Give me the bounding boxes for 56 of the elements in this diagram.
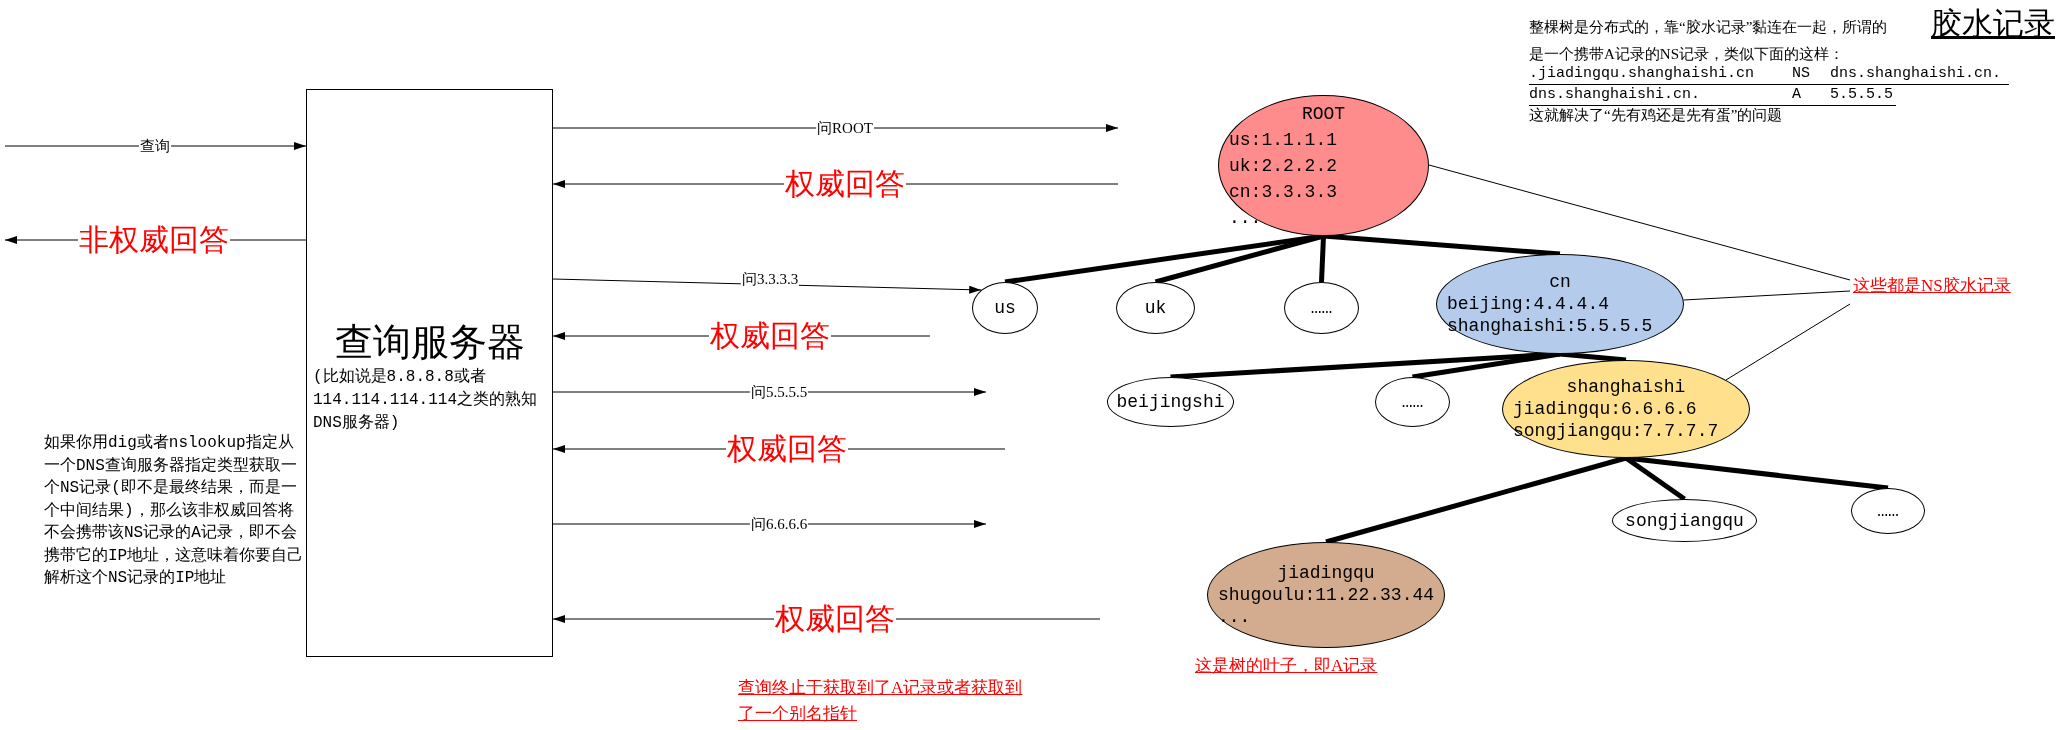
record-example: .jiadingqu.shanghaishi.cn [1529, 64, 1792, 85]
note-text: 是一个携带A记录的NS记录，类似下面的这样： [1529, 45, 1844, 64]
zone-name: …… [1401, 391, 1424, 413]
edge-label: 问3.3.3.3 [740, 270, 800, 288]
edge-label: 权威回答 [726, 432, 848, 466]
conclusion-note: 查询终止于获取到了A记录或者获取到了一个别名指针 [738, 677, 1024, 725]
zone-name: jiadingqu [1277, 562, 1375, 584]
heading-text: 胶水记录 [1931, 6, 2055, 40]
record-text: shanghaishi:5.5.5.5 [1447, 315, 1653, 337]
server-title: 查询服务器 [333, 320, 526, 365]
record-text: beijing:4.4.4.4 [1447, 293, 1610, 315]
edge-label: 问5.5.5.5 [749, 383, 809, 401]
edge-label: 权威回答 [709, 319, 831, 353]
note-text: 整棵树是分布式的，靠“胶水记录”黏连在一起，所谓的 [1529, 18, 1888, 37]
zone-name: ROOT [1301, 102, 1346, 126]
record-text: ... [1229, 206, 1262, 230]
arrow [552, 124, 1119, 132]
record-text: cn:3.3.3.3 [1229, 180, 1338, 204]
dns-server-ellipse [972, 282, 1038, 334]
caption-text: 这是树的叶子，即A记录 [1195, 655, 1378, 677]
zone-name: songjiangqu [1625, 509, 1744, 532]
record-text: ... [1218, 606, 1251, 628]
record-example: dns.shanghaishi.cn. [1529, 85, 1792, 106]
zone-name: us [994, 297, 1016, 319]
record-text: songjiangqu:7.7.7.7 [1513, 420, 1719, 442]
explanation-text: 如果你用dig或者nslookup指定从一个DNS查询服务器指定类型获取一个NS记录(即不是最终结果，而是一个中间结果)，那么该非权威回答将不会携带该NS记录的A记录，即不会携带它的IP地址，这意味着你要自己解析这个NS记录的IP地址 [44, 433, 305, 589]
zone-name: …… [1877, 500, 1899, 522]
record-example: 5.5.5.5 [1830, 85, 1896, 106]
edge-label: 权威回答 [774, 602, 896, 636]
server-note: (比如说是8.8.8.8或者114.114.114.114之类的熟知DNS服务器) [313, 367, 539, 434]
edge-label: 权威回答 [784, 167, 906, 201]
annotation-text: 这些都是NS胶水记录 [1853, 274, 2011, 298]
branch-line [1319, 235, 1326, 283]
zone-name: uk [1144, 297, 1167, 319]
note-text: 这就解决了“先有鸡还是先有蛋”的问题 [1529, 106, 1783, 125]
arrow [4, 142, 307, 150]
zone-name: beijingshi [1116, 391, 1225, 413]
record-example: NS [1792, 64, 1830, 85]
zone-name: cn [1549, 271, 1571, 293]
zone-name: shanghaishi [1566, 376, 1686, 398]
server-box [306, 89, 553, 657]
record-text: us:1.1.1.1 [1229, 128, 1338, 152]
record-example: A [1792, 85, 1830, 106]
record-text: jiadingqu:6.6.6.6 [1513, 398, 1697, 420]
edge-label: 非权威回答 [78, 223, 230, 257]
edge-label: 查询 [139, 137, 171, 155]
leader-line [1725, 303, 1851, 381]
arrow [552, 520, 987, 528]
edge-label: 问6.6.6.6 [749, 515, 809, 533]
zone-name: …… [1310, 297, 1333, 319]
leader-line [1428, 164, 1851, 281]
leader-line [1683, 290, 1851, 301]
record-text: shugoulu:11.22.33.44 [1218, 584, 1435, 606]
record-example: dns.shanghaishi.cn. [1830, 64, 2009, 85]
record-text: uk:2.2.2.2 [1229, 154, 1338, 178]
edge-label: 问ROOT [816, 119, 874, 137]
